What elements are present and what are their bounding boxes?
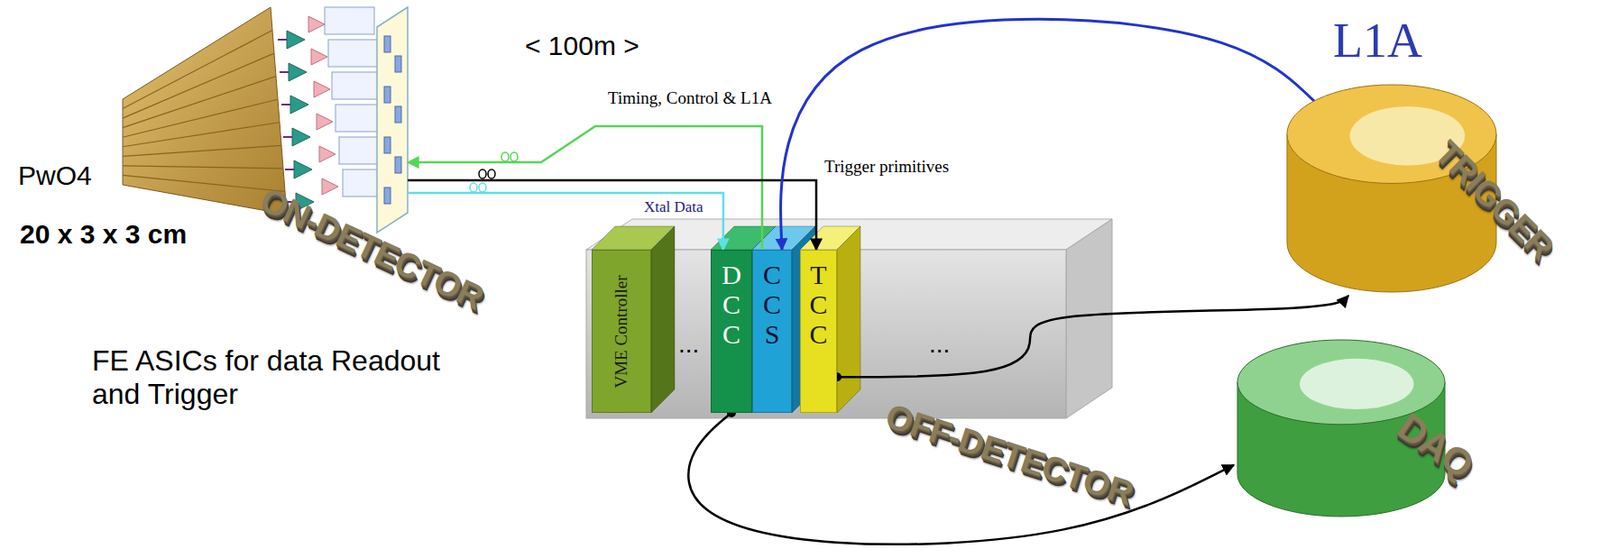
signal-connector <box>781 18 1316 250</box>
detector-module: ON-DETECTOR <box>122 5 408 245</box>
trigger-system: TRIGGER <box>1283 81 1500 296</box>
fibre-coil <box>501 152 509 162</box>
card-label: VME Controller <box>611 275 632 388</box>
crystal-edge <box>122 122 280 148</box>
shaper-symbol <box>321 178 339 195</box>
annotation: 20 x 3 x 3 cm <box>19 219 187 250</box>
section-title: OFF-DETECTOR <box>881 396 1138 514</box>
daq-system: DAQ <box>1233 336 1449 521</box>
ellipsis-mark: ... <box>928 330 950 359</box>
connector-label: Timing, Control & L1A <box>606 88 774 109</box>
vme-controller-card: VME Controller <box>591 249 652 414</box>
crystal-bundle <box>122 7 287 215</box>
cylinder-highlight <box>1299 358 1415 410</box>
fibre-coil <box>469 183 478 193</box>
signal-connector <box>407 180 817 250</box>
crate-side <box>1066 219 1113 419</box>
card-label: DCC <box>719 259 745 350</box>
card-faces <box>591 226 861 414</box>
annotation: PwO4 <box>18 160 92 192</box>
fibre-coil <box>510 152 518 162</box>
crystal-edge <box>122 165 284 169</box>
crystal-edge <box>122 99 278 138</box>
preamp-symbol <box>292 128 311 147</box>
crystal-edge <box>122 145 282 157</box>
crate-drawing <box>586 219 1113 419</box>
card-label: TCC <box>806 259 831 350</box>
signal-connector <box>407 193 724 250</box>
tcc-card: TCC <box>800 249 837 414</box>
connector-label: L1A <box>1331 12 1425 69</box>
ellipsis-mark: ... <box>678 330 699 359</box>
crystal-module-drawing <box>122 7 518 233</box>
off-detector-crate: VME ControllerDCCCCSTCCOFF-DETECTOR <box>586 249 1067 419</box>
pin-tick <box>285 168 295 171</box>
fe-board <box>324 7 375 35</box>
pin-tick <box>283 136 293 138</box>
dcc-card: DCC <box>710 249 753 414</box>
asic-chip <box>384 86 391 103</box>
fibre-coil <box>478 183 487 193</box>
crystal-edge <box>122 53 275 119</box>
crystal-edge <box>122 76 276 129</box>
preamp-symbol <box>290 95 309 114</box>
pin-tick <box>277 38 287 41</box>
connector-label: Xtal Data <box>642 198 706 217</box>
shaper-symbol <box>308 16 325 33</box>
pin-tick <box>279 71 289 74</box>
shaper-symbol <box>316 113 333 130</box>
preamp-symbol <box>286 30 305 49</box>
preamp-symbol <box>288 63 307 82</box>
asic-chip <box>395 156 402 174</box>
annotation: FE ASICs for data Readout and Trigger <box>91 344 480 412</box>
shaper-symbol <box>313 81 331 98</box>
asic-chip <box>384 137 391 154</box>
card-label: CCS <box>760 259 785 350</box>
readout-board <box>377 7 408 233</box>
crystal-edge <box>122 30 273 110</box>
signal-connector <box>407 126 763 250</box>
fe-board <box>331 72 382 100</box>
asic-chip <box>384 36 391 53</box>
fibre-coil <box>478 169 487 179</box>
asic-chip <box>384 187 391 204</box>
card-side <box>651 226 675 414</box>
asic-chip <box>395 55 402 73</box>
shaper-symbol <box>311 48 328 65</box>
fe-board <box>328 39 378 67</box>
connector-label: Trigger primitives <box>822 156 951 177</box>
card-side <box>836 226 861 414</box>
asic-chip <box>395 106 402 123</box>
shaper-symbol <box>319 146 336 163</box>
pin-tick <box>281 103 291 106</box>
crystal-edge <box>122 174 286 192</box>
fibre-coil <box>487 169 496 179</box>
preamp-symbol <box>294 160 313 179</box>
annotation: < 100m > <box>524 30 640 62</box>
ccs-card: CCS <box>752 249 792 414</box>
section-title: ON-DETECTOR <box>254 180 489 318</box>
